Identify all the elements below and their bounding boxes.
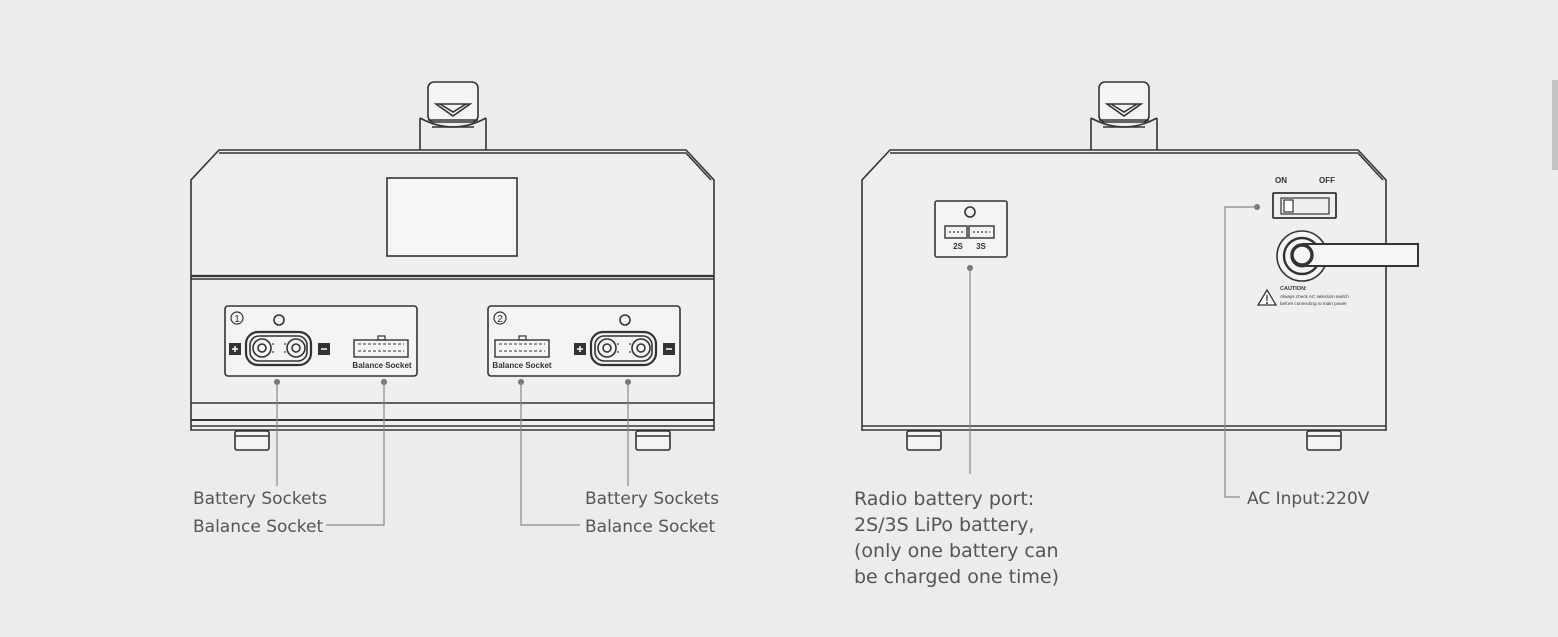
port-3s <box>968 225 995 239</box>
ac-input-label: AC Input:220V <box>1247 489 1370 509</box>
battery-socket-1 <box>244 330 313 367</box>
switch-off-label: OFF <box>1319 176 1335 185</box>
back-body <box>861 149 1387 431</box>
power-switch <box>1272 192 1337 219</box>
front-leader-lines <box>274 379 631 526</box>
front-handle <box>419 81 487 150</box>
switch-on-label: ON <box>1275 176 1287 185</box>
radio-callout-line-2: 2S/3S LiPo battery, <box>854 514 1034 536</box>
edge-shadow <box>1552 80 1558 170</box>
lcd-display <box>386 177 518 257</box>
radio-callout-line-1: Radio battery port: <box>854 488 1034 510</box>
back-foot-left <box>906 430 942 451</box>
caution-line-1: Always check AC selection switch <box>1280 294 1349 299</box>
caution-title: CAUTION: <box>1280 286 1307 292</box>
back-view: 2S 3S ON OFF CAUTION: Always check AC se… <box>861 81 1419 451</box>
radio-callout-line-4: be charged one time) <box>854 566 1059 588</box>
port-2s-label: 2S <box>953 242 963 251</box>
port-number-2: 2 <box>497 314 503 325</box>
back-leader-lines <box>967 204 1260 498</box>
callout-balance-socket-left: Balance Socket <box>193 517 323 537</box>
port-panel-1 <box>224 305 418 377</box>
ac-inlet <box>1276 230 1419 282</box>
port-panel-2 <box>487 305 681 377</box>
balance-socket-2 <box>494 335 550 358</box>
port-3s-label: 3S <box>976 242 986 251</box>
callout-balance-socket-right: Balance Socket <box>585 517 715 537</box>
caution-line-2: before connecting to main power <box>1280 301 1347 306</box>
front-foot-right <box>635 430 671 451</box>
front-foot-left <box>234 430 270 451</box>
balance-socket-label-2: Balance Socket <box>492 361 551 370</box>
port-2s <box>944 225 968 239</box>
callout-battery-sockets-left: Battery Sockets <box>193 489 327 509</box>
callout-battery-sockets-right: Battery Sockets <box>585 489 719 509</box>
port-number-1: 1 <box>234 314 240 325</box>
battery-socket-2 <box>589 330 658 367</box>
front-view: Balance Socket 1 Balance Socket 2 <box>190 81 715 451</box>
balance-socket-label-1: Balance Socket <box>352 361 411 370</box>
caution-icon <box>1256 288 1278 306</box>
back-handle <box>1090 81 1158 150</box>
power-cable <box>1302 243 1419 267</box>
balance-socket-1 <box>353 335 409 358</box>
radio-callout-line-3: (only one battery can <box>854 540 1059 562</box>
back-foot-right <box>1306 430 1342 451</box>
radio-battery-port <box>934 200 1008 258</box>
